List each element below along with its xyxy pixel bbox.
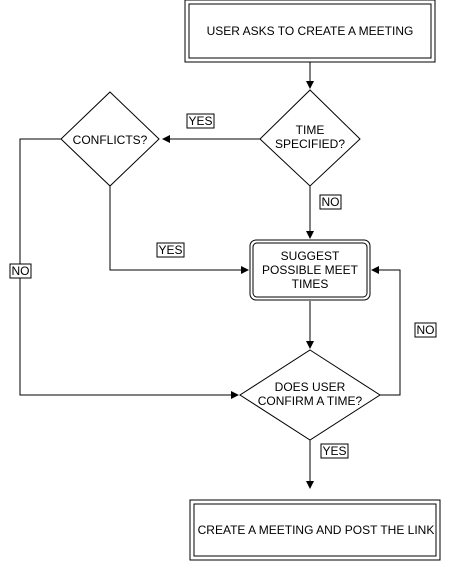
edge-label-conflicts-yes-text: YES [158, 243, 182, 257]
decision-conflicts-label: CONFLICTS? [73, 133, 148, 147]
edge-label-confirm-no-text: NO [417, 323, 435, 337]
edge-label-time-yes-text: YES [188, 114, 212, 128]
decision-time-specified-label-line1: TIME [296, 123, 325, 137]
edge-label-time-yes: YES [186, 113, 215, 129]
edge-label-conflicts-no: NO [9, 263, 32, 279]
node-end-label: CREATE A MEETING AND POST THE LINK [198, 523, 435, 537]
edge-label-conflicts-no-text: NO [12, 264, 30, 278]
node-suggest-label-line1: SUGGEST [281, 249, 340, 263]
decision-confirm-label-line1: DOES USER [275, 380, 346, 394]
node-end: CREATE A MEETING AND POST THE LINK [189, 499, 441, 561]
node-suggest: SUGGEST POSSIBLE MEET TIMES [249, 239, 371, 301]
decision-confirm: DOES USER CONFIRM A TIME? [239, 349, 381, 441]
node-suggest-label-line2: POSSIBLE MEET [262, 263, 359, 277]
decision-time-specified: TIME SPECIFIED? [259, 89, 361, 187]
edge-label-time-no-text: NO [322, 195, 340, 209]
decision-confirm-label-line2: CONFIRM A TIME? [258, 394, 363, 408]
decision-conflicts: CONFLICTS? [60, 91, 160, 187]
edge-label-confirm-no: NO [414, 322, 437, 338]
node-start-label: USER ASKS TO CREATE A MEETING [207, 24, 414, 38]
edge-label-conflicts-yes: YES [156, 242, 185, 258]
edge-confirm-no-to-suggest [371, 266, 401, 396]
edge-label-time-no: NO [319, 194, 342, 210]
decision-time-specified-label-line2: SPECIFIED? [275, 137, 345, 151]
edge-conflicts-no-to-confirm [19, 138, 239, 399]
edge-label-confirm-yes: YES [320, 443, 349, 459]
node-suggest-label-line3: TIMES [292, 277, 329, 291]
edge-conflicts-yes-to-suggest [109, 186, 249, 274]
edge-label-confirm-yes-text: YES [322, 444, 346, 458]
node-start: USER ASKS TO CREATE A MEETING [184, 0, 436, 63]
